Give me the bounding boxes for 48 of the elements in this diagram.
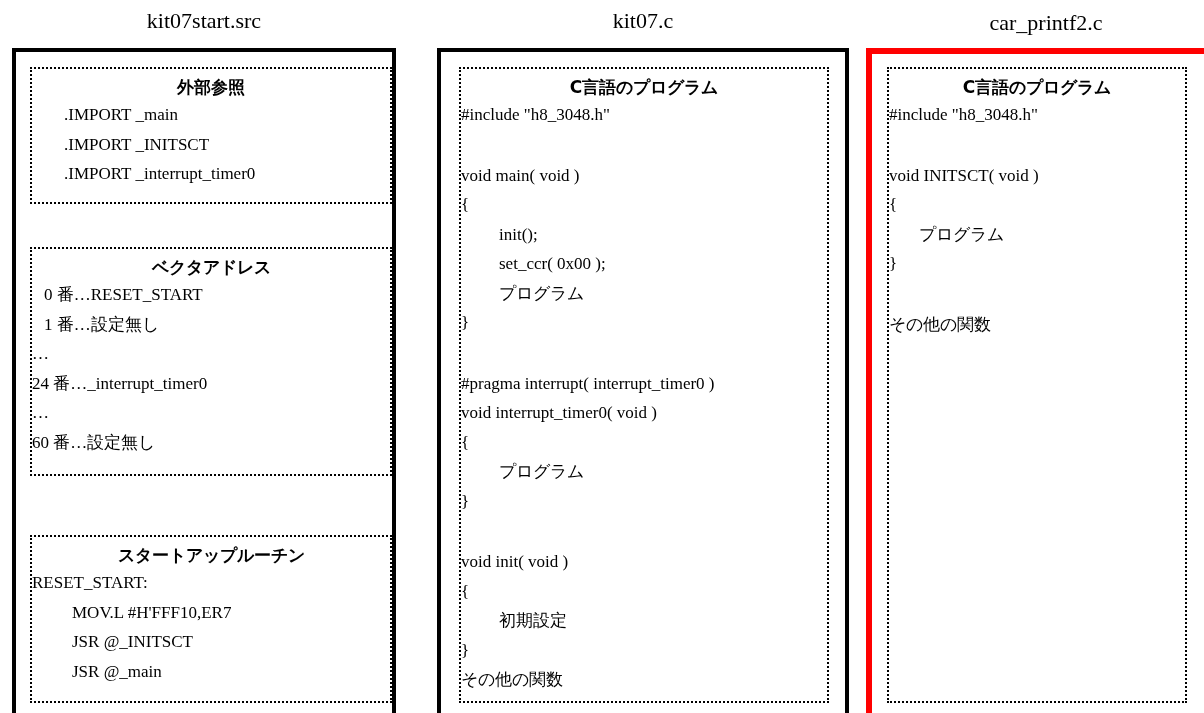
code-line: 0 番…RESET_START (44, 284, 203, 306)
code-line: 60 番…設定無し (32, 431, 156, 454)
section-heading: C言語のプログラム (962, 76, 1112, 99)
code-line: … (32, 343, 49, 365)
code-line: } (461, 312, 470, 334)
section-heading: 外部参照 (177, 76, 245, 99)
code-section-box (30, 67, 392, 204)
code-section-box (30, 247, 392, 476)
code-line: JSR @_main (72, 660, 162, 683)
code-line: { (461, 580, 470, 603)
code-line: MOV.L #H'FFF10,ER7 (72, 601, 232, 624)
code-line: { (461, 194, 470, 216)
code-section-box (887, 67, 1187, 703)
code-line: 24 番…_interrupt_timer0 (32, 372, 208, 395)
code-line: } (461, 490, 470, 513)
section-heading: C言語のプログラム (569, 76, 719, 99)
code-line: { (461, 431, 470, 454)
file-name: kit07start.src (146, 7, 262, 35)
code-line: プログラム (499, 282, 584, 305)
code-line: 1 番…設定無し (44, 313, 159, 336)
code-line: プログラム (919, 223, 1004, 246)
section-heading: スタートアップルーチン (117, 544, 305, 567)
code-line: RESET_START: (32, 572, 148, 594)
file-name: kit07.c (612, 7, 674, 35)
file-name: car_printf2.c (989, 9, 1103, 37)
code-line: init(); (499, 223, 538, 246)
code-line: その他の関数 (889, 313, 991, 336)
code-line: プログラム (499, 461, 584, 483)
code-line: } (889, 253, 898, 275)
code-line: } (461, 639, 470, 662)
code-line: void init( void ) (461, 551, 569, 573)
code-line: .IMPORT _main (64, 104, 178, 126)
code-line: .IMPORT _INITSCT (64, 133, 210, 156)
code-line: void INITSCT( void ) (889, 164, 1039, 187)
code-line: JSR @_INITSCT (72, 631, 193, 653)
code-section-box (30, 535, 392, 703)
code-line: .IMPORT _interrupt_timer0 (64, 163, 256, 185)
code-line: #pragma interrupt( interrupt_timer0 ) (461, 372, 715, 395)
code-line: … (32, 402, 49, 424)
code-line: #include "h8_3048.h" (461, 104, 610, 126)
section-heading: ベクタアドレス (151, 256, 271, 279)
code-line: void main( void ) (461, 164, 580, 187)
code-line: 初期設定 (499, 610, 567, 632)
code-line: set_ccr( 0x00 ); (499, 253, 606, 275)
code-line: その他の関数 (461, 669, 563, 691)
code-line: #include "h8_3048.h" (889, 104, 1038, 126)
code-line: void interrupt_timer0( void ) (461, 402, 657, 424)
code-line: { (889, 194, 898, 216)
